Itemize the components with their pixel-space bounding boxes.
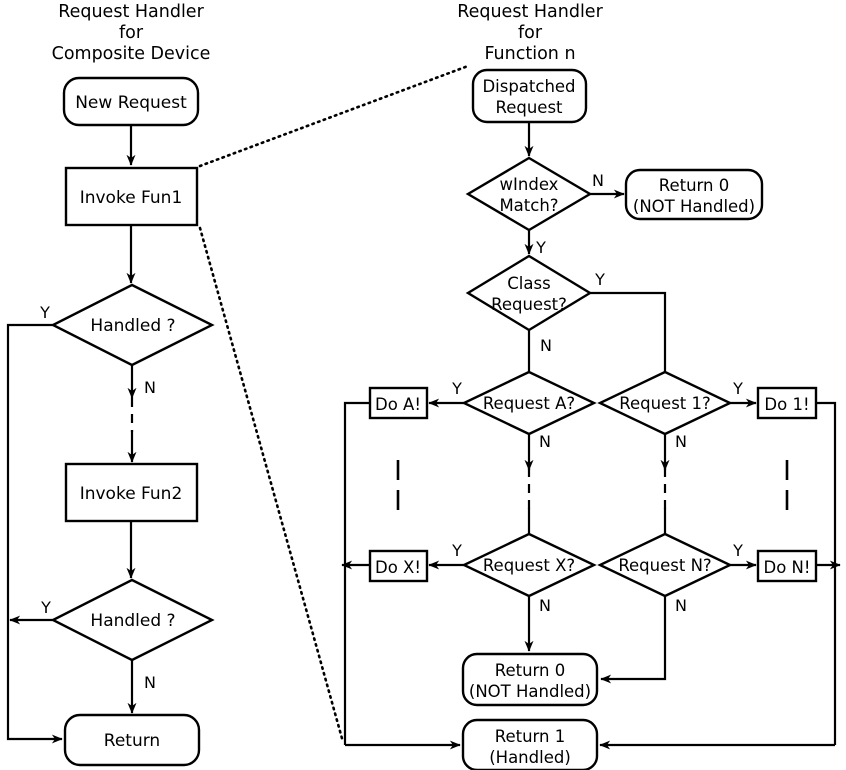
return1-line-1: Return 1 xyxy=(495,727,566,746)
class-request-shape xyxy=(465,254,593,332)
class-yes-label: Y xyxy=(594,270,605,289)
node-request-1: Request 1? xyxy=(597,370,733,436)
handled-2-yes-label: Y xyxy=(40,598,51,617)
handled-1-label: Handled ? xyxy=(90,316,175,336)
node-request-x: Request X? xyxy=(461,532,597,598)
node-return1: Return 1 (Handled) xyxy=(461,718,599,770)
return0-top-line-1: Return 0 xyxy=(659,176,730,195)
do-1-shape xyxy=(756,386,818,420)
edge-do1-to-right-rail xyxy=(816,401,837,745)
request-n-yes-label: Y xyxy=(732,541,743,560)
title-right-line-2: for xyxy=(518,23,543,43)
do-n-label: Do N! xyxy=(763,558,810,577)
node-windex-match: wIndex Match? xyxy=(465,156,593,232)
node-invoke-fun2: Invoke Fun2 xyxy=(64,462,199,523)
node-do-1: Do 1! xyxy=(756,386,818,420)
request-a-label: Request A? xyxy=(483,394,575,413)
return0-bottom-shape xyxy=(461,652,599,707)
return0-top-line-2: (NOT Handled) xyxy=(633,197,755,216)
handled-2-no-label: N xyxy=(144,673,156,692)
title-right: Request Handler for Function n xyxy=(457,2,603,64)
return0-bottom-line-1: Return 0 xyxy=(495,661,566,680)
node-do-x: Do X! xyxy=(368,549,429,583)
handled-2-label: Handled ? xyxy=(90,611,175,631)
title-left-line-2: for xyxy=(119,23,144,43)
node-request-a: Request A? xyxy=(461,370,597,436)
node-request-n: Request N? xyxy=(597,532,733,598)
windex-match-line-1: wIndex xyxy=(500,175,559,194)
node-return0-bottom: Return 0 (NOT Handled) xyxy=(461,652,599,707)
do-x-label: Do X! xyxy=(375,558,421,577)
node-return-left: Return xyxy=(63,713,201,767)
return-left-label: Return xyxy=(104,731,160,751)
do-a-label: Do A! xyxy=(375,395,421,414)
request-x-label: Request X? xyxy=(483,556,575,575)
class-request-line-1: Class xyxy=(507,274,550,293)
handled-1-yes-label: Y xyxy=(39,303,50,322)
dispatched-request-line-2: Request xyxy=(495,98,563,117)
request-1-yes-label: Y xyxy=(732,379,743,398)
edge-handled1-yes-to-return xyxy=(6,323,63,744)
windex-yes-label: Y xyxy=(535,238,546,257)
title-left-line-1: Request Handler xyxy=(58,2,204,22)
node-return0-top: Return 0 (NOT Handled) xyxy=(624,168,764,221)
invoke-fun1-label: Invoke Fun1 xyxy=(80,188,183,208)
title-left-line-3: Composite Device xyxy=(52,44,211,64)
node-do-a: Do A! xyxy=(368,386,429,420)
request-n-label: Request N? xyxy=(618,556,711,575)
class-request-line-2: Request? xyxy=(491,295,567,314)
node-class-request: Class Request? xyxy=(465,254,593,332)
title-left: Request Handler for Composite Device xyxy=(52,2,211,64)
class-no-label: N xyxy=(540,336,552,355)
invoke-fun2-label: Invoke Fun2 xyxy=(80,484,183,504)
title-right-line-3: Function n xyxy=(484,44,575,64)
invoke-fun1-shape xyxy=(64,166,199,227)
windex-no-label: N xyxy=(592,171,604,190)
node-new-request: New Request xyxy=(62,76,200,127)
edge-requestn-no-to-return0 xyxy=(600,596,667,684)
do-x-shape xyxy=(368,549,429,583)
request-n-no-label: N xyxy=(675,596,687,615)
return1-line-2: (Handled) xyxy=(489,748,571,767)
windex-match-line-2: Match? xyxy=(499,196,558,215)
windex-match-shape xyxy=(465,156,593,232)
node-handled-2: Handled ? xyxy=(50,578,215,662)
return0-top-shape xyxy=(624,168,764,221)
request-x-yes-label: Y xyxy=(451,541,462,560)
request-a-yes-label: Y xyxy=(451,379,462,398)
request-x-no-label: N xyxy=(539,596,551,615)
do-n-shape xyxy=(756,549,818,583)
return-left-shape xyxy=(63,713,201,767)
expansion-connector-lower xyxy=(198,226,345,744)
expansion-connector-upper xyxy=(198,64,470,168)
node-invoke-fun1: Invoke Fun1 xyxy=(64,166,199,227)
dispatched-request-line-1: Dispatched xyxy=(482,77,575,96)
request-a-no-label: N xyxy=(539,432,551,451)
node-do-n: Do N! xyxy=(756,549,818,583)
return1-shape xyxy=(461,718,599,770)
handled-1-no-label: N xyxy=(144,378,156,397)
title-right-line-1: Request Handler xyxy=(457,2,603,22)
request-1-no-label: N xyxy=(675,432,687,451)
return0-bottom-line-2: (NOT Handled) xyxy=(469,682,591,701)
new-request-label: New Request xyxy=(75,93,187,113)
node-handled-1: Handled ? xyxy=(50,283,215,367)
edge-doa-to-left-rail xyxy=(343,401,370,745)
request-1-label: Request 1? xyxy=(619,394,711,413)
node-dispatched-request: Dispatched Request xyxy=(471,68,588,124)
edge-class-yes-to-request1 xyxy=(590,291,670,385)
do-1-label: Do 1! xyxy=(764,395,809,414)
